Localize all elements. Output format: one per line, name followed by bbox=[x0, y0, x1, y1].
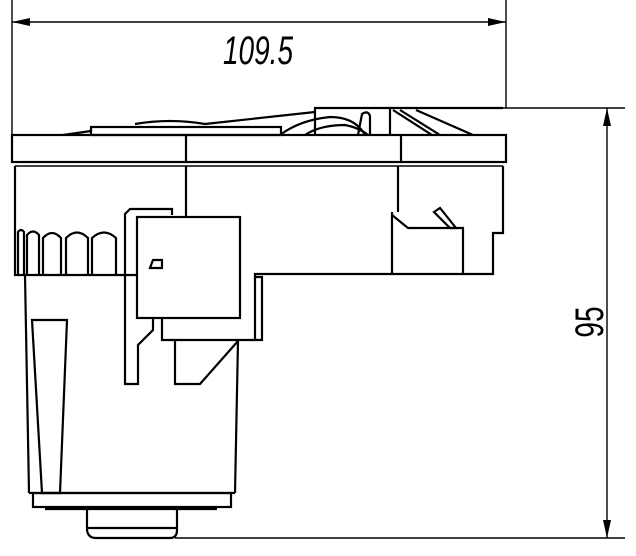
arrow-right-icon bbox=[488, 18, 506, 26]
arrow-left-icon bbox=[12, 18, 30, 26]
arrow-up-icon bbox=[603, 108, 611, 126]
part-outline bbox=[10, 106, 508, 540]
width-dimension: 109.5 bbox=[11, 0, 507, 135]
width-dimension-label: 109.5 bbox=[223, 29, 294, 73]
arrow-down-icon bbox=[603, 520, 611, 538]
height-dimension: 95 bbox=[175, 107, 625, 539]
height-dimension-label: 95 bbox=[568, 306, 612, 337]
